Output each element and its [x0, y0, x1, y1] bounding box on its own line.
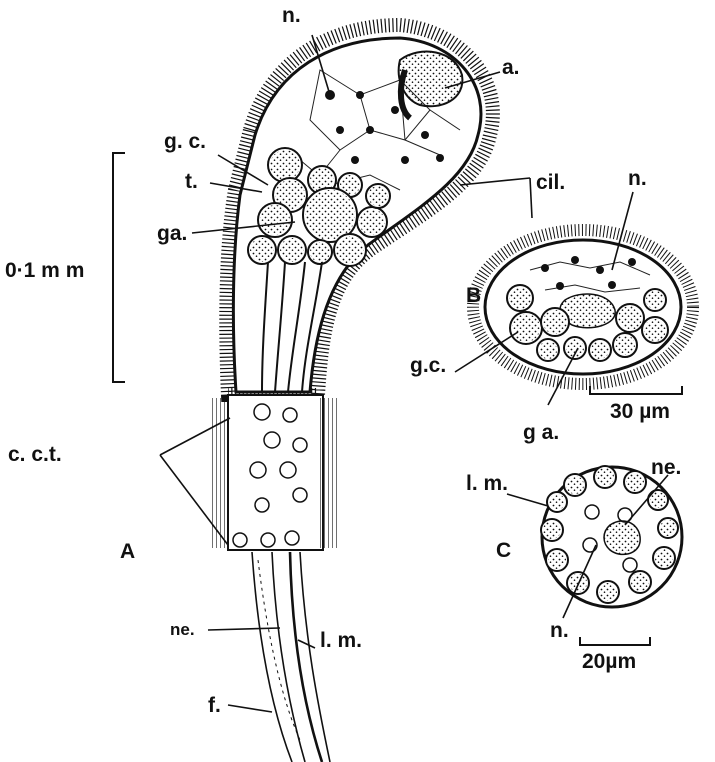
- panel-a-label: A: [120, 540, 135, 563]
- label-apical-organ: a.: [502, 56, 520, 79]
- label-nucleus-a: n.: [282, 4, 301, 27]
- label-ganglion-b: g a.: [523, 421, 559, 444]
- label-t: t.: [185, 170, 198, 193]
- label-longitudinal-muscle-c: l. m.: [466, 472, 508, 495]
- label-ganglion-cell-a: g. c.: [164, 130, 206, 153]
- label-ganglion-a: ga.: [157, 222, 187, 245]
- label-nerve-a: ne.: [170, 620, 195, 639]
- label-fiber: f.: [208, 694, 221, 717]
- label-longitudinal-muscle-a: l. m.: [320, 629, 362, 652]
- scale-bar-a-label: 0·1 m m: [5, 259, 84, 282]
- scale-bar-b: [590, 386, 682, 394]
- scale-bar-b-label: 30 µm: [610, 400, 670, 423]
- label-ganglion-cell-b: g.c.: [410, 354, 446, 377]
- panel-c-drawing: [541, 466, 682, 607]
- label-nucleus-b: n.: [628, 167, 647, 190]
- label-nucleus-c: n.: [550, 619, 569, 642]
- panel-b-label: B: [466, 284, 481, 307]
- panel-c-label: C: [496, 539, 511, 562]
- panel-b-drawing: [473, 230, 693, 384]
- scale-bar-a: [113, 153, 125, 382]
- label-cilia: cil.: [536, 171, 565, 194]
- label-nerve-c: ne.: [651, 456, 681, 479]
- scale-bar-c: [580, 637, 650, 645]
- scale-bar-c-label: 20µm: [582, 650, 636, 673]
- label-connective-tissue: c. c.t.: [8, 443, 62, 466]
